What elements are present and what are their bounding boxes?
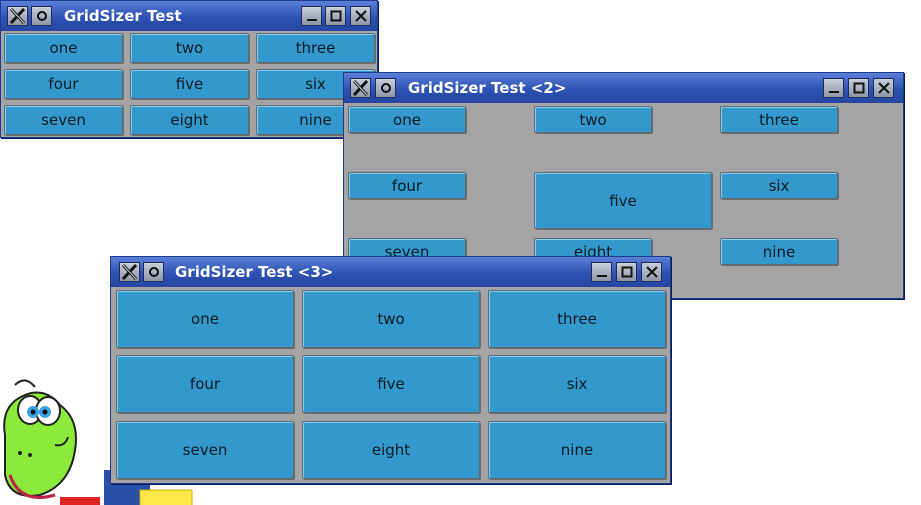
x-logo-icon[interactable] bbox=[7, 6, 28, 26]
menu-icon[interactable] bbox=[375, 78, 396, 98]
button-two[interactable]: two bbox=[534, 106, 652, 133]
window-title: GridSizer Test <2> bbox=[408, 79, 567, 97]
button-eight[interactable]: eight bbox=[302, 421, 480, 479]
maximize-icon[interactable] bbox=[616, 262, 637, 282]
button-three[interactable]: three bbox=[488, 290, 666, 348]
button-six[interactable]: six bbox=[488, 355, 666, 413]
minimize-icon[interactable] bbox=[823, 78, 844, 98]
button-four[interactable]: four bbox=[348, 172, 466, 199]
button-nine[interactable]: nine bbox=[488, 421, 666, 479]
menu-icon[interactable] bbox=[143, 262, 164, 282]
button-three[interactable]: three bbox=[256, 33, 375, 63]
button-four[interactable]: four bbox=[4, 69, 123, 99]
button-five[interactable]: five bbox=[130, 69, 249, 99]
button-five[interactable]: five bbox=[302, 355, 480, 413]
maximize-icon[interactable] bbox=[325, 6, 346, 26]
close-icon[interactable] bbox=[873, 78, 894, 98]
button-two[interactable]: two bbox=[130, 33, 249, 63]
window-gridsizer-test: GridSizer Test one two three four five s… bbox=[0, 0, 378, 138]
button-nine[interactable]: nine bbox=[720, 238, 838, 265]
button-seven[interactable]: seven bbox=[116, 421, 294, 479]
desktop-mascot-icon bbox=[3, 379, 193, 505]
button-two[interactable]: two bbox=[302, 290, 480, 348]
button-four[interactable]: four bbox=[116, 355, 294, 413]
window-gridsizer-test-3: GridSizer Test <3> one two three four fi… bbox=[110, 256, 671, 484]
minimize-icon[interactable] bbox=[301, 6, 322, 26]
button-eight[interactable]: eight bbox=[130, 105, 249, 135]
button-one[interactable]: one bbox=[116, 290, 294, 348]
x-logo-icon[interactable] bbox=[119, 262, 140, 282]
menu-icon[interactable] bbox=[31, 6, 52, 26]
title-bar[interactable]: GridSizer Test bbox=[1, 1, 377, 31]
button-seven[interactable]: seven bbox=[4, 105, 123, 135]
title-bar[interactable]: GridSizer Test <3> bbox=[111, 257, 670, 287]
window-title: GridSizer Test <3> bbox=[175, 263, 334, 281]
title-bar[interactable]: GridSizer Test <2> bbox=[344, 73, 903, 103]
button-six[interactable]: six bbox=[720, 172, 838, 199]
button-one[interactable]: one bbox=[4, 33, 123, 63]
x-logo-icon[interactable] bbox=[350, 78, 371, 98]
minimize-icon[interactable] bbox=[591, 262, 612, 282]
button-three[interactable]: three bbox=[720, 106, 838, 133]
close-icon[interactable] bbox=[350, 6, 371, 26]
window-title: GridSizer Test bbox=[64, 7, 182, 25]
maximize-icon[interactable] bbox=[848, 78, 869, 98]
close-icon[interactable] bbox=[641, 262, 662, 282]
button-one[interactable]: one bbox=[348, 106, 466, 133]
button-five[interactable]: five bbox=[534, 172, 712, 229]
